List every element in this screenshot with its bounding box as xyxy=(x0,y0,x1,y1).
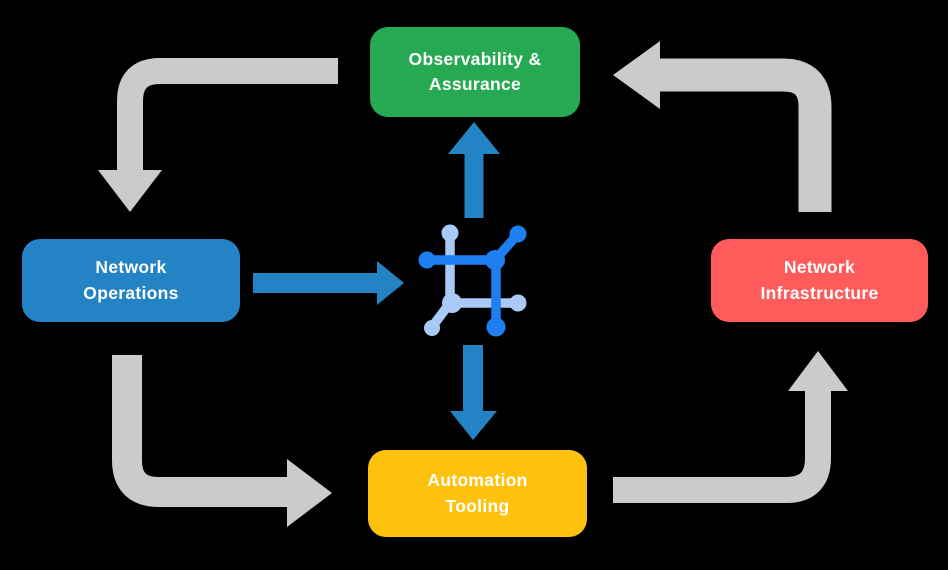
arrow-operations-to-center xyxy=(253,261,404,305)
arrow-automation-to-infrastructure xyxy=(613,351,848,503)
node-observability-assurance: Observability & Assurance xyxy=(370,27,580,117)
node-operations-label-line1: Network xyxy=(95,257,167,278)
arrow-operations-to-automation xyxy=(112,355,332,527)
node-network-infrastructure: Network Infrastructure xyxy=(711,239,928,322)
node-automation-label-line2: Tooling xyxy=(445,495,510,516)
node-operations-label-line2: Operations xyxy=(83,282,179,303)
arrow-center-to-observability xyxy=(448,122,500,218)
node-observability-label-line2: Assurance xyxy=(428,74,522,94)
node-infrastructure-label-line1: Network xyxy=(783,257,856,278)
node-infrastructure-label-line2: Infrastructure xyxy=(760,282,879,303)
network-fabric-icon-light-layer xyxy=(424,224,527,336)
node-observability-label-line1: Observability & xyxy=(408,48,542,69)
arrow-infrastructure-to-observability xyxy=(613,41,832,212)
node-network-operations: Network Operations xyxy=(22,239,240,322)
arrow-center-to-automation xyxy=(450,345,497,440)
network-fabric-icon xyxy=(418,224,527,337)
node-automation-tooling: Automation Tooling xyxy=(368,450,587,537)
network-fabric-icon-dark-layer xyxy=(418,225,527,337)
arrow-observability-to-operations xyxy=(98,58,338,212)
node-automation-label-line1: Automation xyxy=(427,470,528,491)
